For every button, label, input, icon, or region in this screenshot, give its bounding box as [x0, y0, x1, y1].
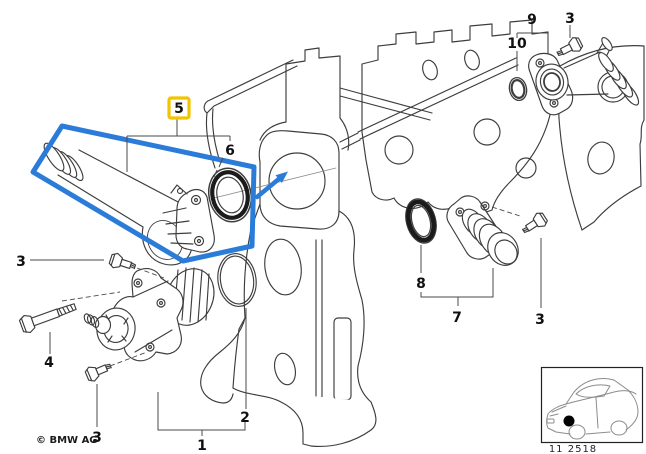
highlighted-callout-box [167, 96, 191, 120]
bolt-3-top-left [107, 251, 138, 275]
thermostat-art [446, 195, 519, 266]
arrow-up-right-icon [254, 175, 283, 200]
pipe-flange [175, 188, 215, 253]
head-bore [515, 157, 537, 179]
vehicle-thumbnail [540, 366, 644, 444]
mount-arm [339, 87, 433, 121]
water-pipe-art [43, 142, 215, 266]
flange-ribs [162, 207, 194, 245]
cylinder-head-outline [361, 19, 555, 213]
block-hole [587, 141, 615, 175]
pump-body-lines [132, 280, 173, 353]
case-join [339, 117, 350, 151]
callout-7[interactable]: 7 [452, 310, 462, 326]
callout-3-bottom-left[interactable]: 3 [92, 430, 102, 446]
copyright-text: © BMW AG [36, 435, 98, 446]
case-right-edge [338, 210, 372, 403]
location-dot [563, 415, 575, 427]
callout-5-highlighted[interactable]: 5 [174, 101, 184, 117]
case-lower-flange [200, 317, 246, 404]
engine-block-art [200, 19, 645, 447]
outlet-pipe [563, 42, 612, 96]
vehicle-thumbnail-frame [540, 366, 644, 444]
callout-3-mid-right[interactable]: 3 [535, 312, 545, 328]
tower-strut [203, 59, 298, 114]
arrow-head [275, 171, 288, 183]
case-channel [315, 239, 323, 401]
callout-10[interactable]: 10 [507, 36, 527, 52]
pump-mount-hole [268, 152, 326, 210]
leader-lines [30, 25, 571, 436]
head-bore [384, 135, 414, 165]
outlet-ribbed-end [598, 52, 614, 72]
head-port-oval [464, 49, 480, 71]
head-port-oval [422, 59, 438, 81]
outlet-housing-art [528, 36, 640, 116]
assembly-axis-lines [61, 206, 521, 367]
bolt-4-long [18, 303, 77, 334]
block-right-strip [557, 45, 645, 231]
callout-9[interactable]: 9 [527, 12, 537, 28]
o-ring-2-art [217, 253, 257, 307]
case-slot [333, 317, 352, 401]
seal-8-art [405, 198, 437, 244]
pipe-flange-tab [170, 184, 188, 195]
case-join [259, 121, 287, 141]
callout-2[interactable]: 2 [240, 410, 250, 426]
callout-4[interactable]: 4 [44, 355, 54, 371]
pump-hub [94, 315, 112, 335]
bolt-3-mid-right [518, 210, 550, 238]
callout-8[interactable]: 8 [416, 276, 426, 292]
case-foot [232, 387, 377, 447]
seal-6-art [207, 167, 253, 223]
case-opening [273, 352, 297, 386]
water-pump-art [83, 267, 215, 362]
callout-3-top-left[interactable]: 3 [16, 254, 26, 270]
callout-6[interactable]: 6 [225, 143, 235, 159]
highlight-group [30, 123, 288, 264]
head-gasket-lines [339, 57, 519, 150]
pump-mount-boss [258, 130, 340, 230]
pipe-edges [57, 149, 181, 228]
case-opening [264, 238, 302, 296]
diagram-code: 11 2518 [549, 444, 597, 454]
pulley-spokes [105, 314, 129, 343]
bolt-3-bottom-left [83, 358, 115, 384]
gasket-10-art [508, 76, 528, 102]
callout-3-top-right[interactable]: 3 [565, 11, 575, 27]
car-silhouette-icon [546, 378, 639, 440]
head-bore [473, 118, 501, 146]
timing-case-tower [285, 47, 341, 123]
callout-1[interactable]: 1 [197, 438, 207, 454]
